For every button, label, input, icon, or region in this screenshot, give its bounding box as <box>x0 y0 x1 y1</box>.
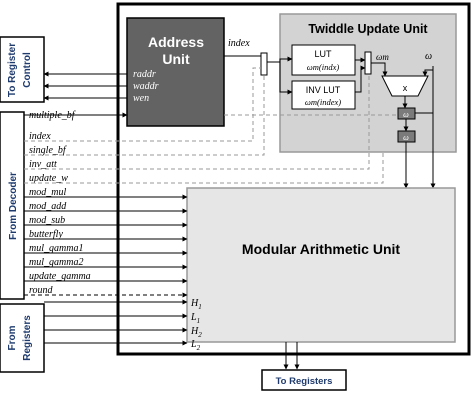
control-signal-label-mod-mul: mod_mul <box>29 187 66 198</box>
inv-att-route <box>24 74 370 170</box>
index-mux <box>260 52 268 76</box>
address-unit-block <box>126 17 225 127</box>
inv-lut-block <box>291 80 356 110</box>
wen-label: wen <box>133 93 149 104</box>
lut-expression: ωm(indx) <box>307 62 340 72</box>
register-input-label-l1: L1 <box>190 312 200 325</box>
single-bf-route <box>24 75 265 156</box>
from-registers-line1: From <box>7 325 18 350</box>
to-register-control-box <box>0 36 45 103</box>
register-input-label-h2: H2 <box>190 326 202 339</box>
address-unit-title-line1: Address <box>148 34 204 50</box>
control-signal-label-mul-gamma2: mul_gamma2 <box>29 257 83 268</box>
from-decoder-label: From Decoder <box>8 172 19 240</box>
control-signal-lines <box>24 194 188 298</box>
from-registers-line2: Registers <box>22 315 33 361</box>
omega-m-label: ωm <box>376 52 389 62</box>
control-signal-labels: index single_bf inv_att update_w mod_mul mod_… <box>29 131 91 296</box>
omega-register-label: ω <box>403 133 409 142</box>
control-signal-label-update-gamma: update_gamma <box>29 271 91 282</box>
register-input-label-h1: H1 <box>190 298 202 311</box>
control-signal-label-round: round <box>29 285 54 296</box>
update-w-route <box>24 152 384 184</box>
modular-arithmetic-unit-block <box>186 187 456 343</box>
to-registers-label: To Registers <box>276 376 333 387</box>
inv-lut-expression: ωm(index) <box>305 97 341 107</box>
twiddle-update-unit-title: Twiddle Update Unit <box>308 22 428 36</box>
from-decoder-box <box>0 111 25 300</box>
control-signal-label-butterfly: butterfly <box>29 229 63 240</box>
control-signal-label-update-w: update_w <box>29 173 68 184</box>
multiplier-label: x <box>403 83 408 93</box>
control-signal-label-mod-sub: mod_sub <box>29 215 65 226</box>
register-input-label-l2: L2 <box>190 339 201 352</box>
modular-arithmetic-unit-title: Modular Arithmetic Unit <box>242 241 400 257</box>
to-registers-box <box>261 369 347 391</box>
twiddle-mux <box>364 51 372 75</box>
to-register-control-line2: Control <box>22 52 33 88</box>
omega-label-top: ω <box>425 51 432 62</box>
multiplier-block <box>381 75 429 97</box>
index-top-label: index <box>228 38 250 49</box>
address-unit-title-line2: Unit <box>162 51 190 67</box>
control-signal-label-mul-gamma1: mul_gamma1 <box>29 243 83 254</box>
control-signal-label-inv-att: inv_att <box>29 159 57 170</box>
omega-prime-register-label: ω <box>403 110 409 119</box>
control-signal-label-index: index <box>29 131 51 142</box>
to-register-control-line1: To Register <box>7 43 18 97</box>
waddr-label: waddr <box>133 81 159 92</box>
inv-lut-title: INV LUT <box>306 85 341 95</box>
raddr-label: raddr <box>133 69 156 80</box>
control-signal-label-mod-add: mod_add <box>29 201 67 212</box>
from-registers-box <box>0 303 45 373</box>
control-signal-label-single-bf: single_bf <box>29 145 67 156</box>
lut-title: LUT <box>314 49 332 59</box>
index-route <box>24 67 261 142</box>
